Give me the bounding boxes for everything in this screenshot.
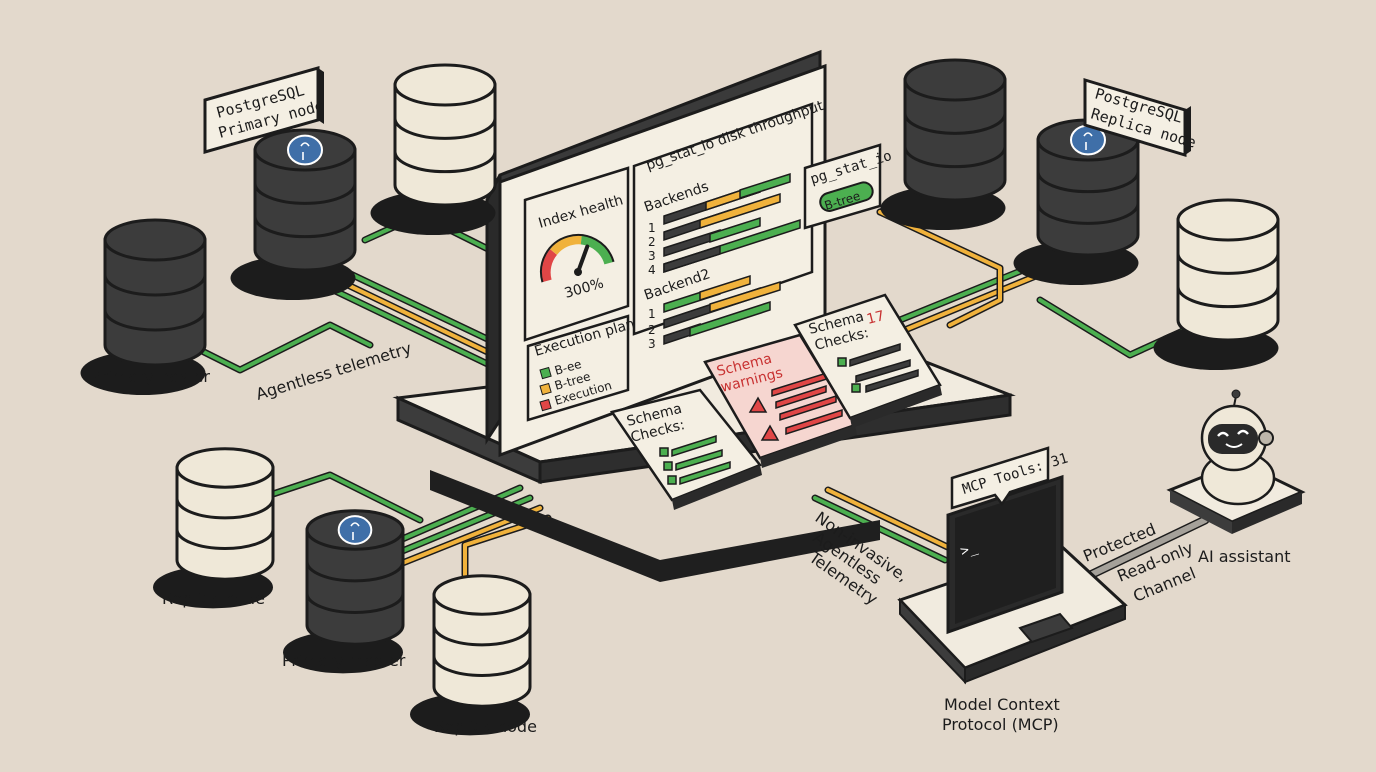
db-bottom-left-light [153,447,275,609]
db-right-light [1153,198,1280,370]
label-replica-node-bottom: Replica node [434,717,537,736]
backends-bars [663,172,801,274]
schema-warnings-card: Schema warnings [703,333,857,468]
check-icon [659,434,731,486]
label-mcp-line1: Model Context [944,695,1060,714]
label-ai-assistant: AI assistant [1198,547,1291,566]
db-primary-pg [230,128,357,300]
warning-bars [771,370,843,436]
backend2-bars [663,274,781,346]
database-nodes [80,58,1280,736]
link-terminal-to-robot [1075,515,1210,585]
link-left-db [186,211,494,374]
check-bars [837,342,919,394]
backend2-row-0: 1 [648,307,656,321]
postgres-elephant-icon [287,134,323,166]
backend2-row-1: 2 [648,323,656,337]
backend2-row-2: 3 [648,337,656,351]
backends-row-1: 2 [648,235,656,249]
db-right-dark [880,58,1007,230]
db-replica-pg [1013,118,1140,285]
label-replica-node-left: Replica node [162,589,265,608]
gauge-icon [540,234,615,283]
mcp-terminal: >_ [897,474,1128,685]
label-primary-master: Primary master [282,651,406,670]
backends-row-3: 4 [648,263,656,277]
index-health-panel: Index health 300% [523,166,630,342]
schema-checks-right-count: 17 [865,308,886,328]
robot-icon [1166,389,1306,534]
db-far-left [80,218,207,395]
db-top-light [370,63,497,235]
warning-icon [748,396,780,441]
label-primary-naster: Primary naster [92,367,210,386]
backends-row-2: 3 [648,249,656,263]
backends-row-0: 1 [648,221,656,235]
db-bottom-right-light [410,574,532,736]
pg-stat-io-tag: pg_stat_io B-tree [803,143,894,230]
diagram-labels: Primary naster Agentless telemetry Repli… [92,338,1291,736]
terminal-icon: >_ [958,539,979,559]
label-mcp-line2: Protocol (MCP) [942,715,1059,734]
db-bottom-pg [283,509,405,674]
postgres-elephant-icon [337,515,373,545]
schema-checks-left-card: Schema Checks: [609,388,763,510]
schema-checks-right-card: Schema Checks: 17 [793,293,942,428]
